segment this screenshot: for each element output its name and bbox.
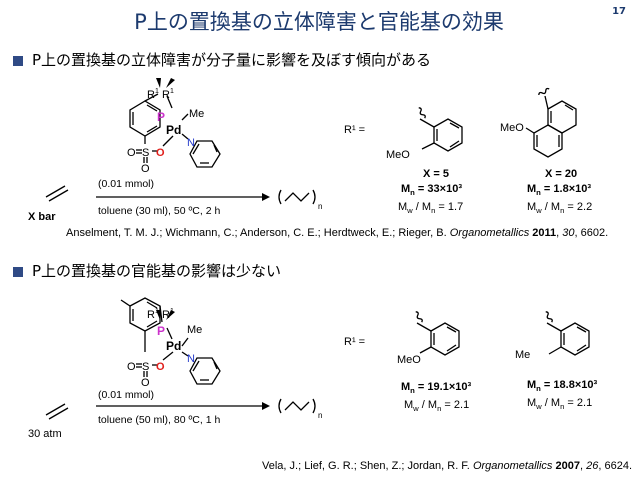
sulfur-atom: S <box>142 361 149 373</box>
pdi-value: 2.1 <box>576 397 593 409</box>
page-title: P上の置換基の立体障害と官能基の効果 <box>134 10 504 34</box>
pdi-value: 1.7 <box>447 201 464 213</box>
r1-label-b: R1 <box>162 308 174 321</box>
methyl-label: Me <box>187 324 202 336</box>
result-x-2: X = 20 <box>545 168 578 180</box>
sulfur-atom: S <box>142 147 149 159</box>
reference-volume: 30 <box>562 227 575 239</box>
result-mn-4: Mn = 18.8×10³ <box>527 379 598 394</box>
methyl-substituent-label: Me <box>515 349 530 361</box>
substituent-methoxynaphthyl-1 <box>525 87 577 158</box>
reference-authors: Anselment, T. M. J.; Wichmann, C.; Ander… <box>66 227 447 239</box>
pdi-value: 2.1 <box>453 399 470 411</box>
result-mn-2: Mn = 1.8×10³ <box>527 183 592 198</box>
mn-value: 33×10³ <box>427 183 462 195</box>
oxygen-atom-a: O <box>127 147 136 159</box>
section1-heading: P上の置換基の立体障害が分子量に影響を及ぼす傾向がある <box>32 51 432 69</box>
catalyst-amount-1: (0.01 mmol) <box>98 178 155 190</box>
substituent-2-methoxyphenyl-1 <box>418 107 463 152</box>
r1-equals-label-1: R¹ = <box>344 124 366 136</box>
result-pdi-4: Mw / Mn = 2.1 <box>527 397 593 412</box>
catalyst-structure-1 <box>129 78 221 168</box>
reference-1: Anselment, T. M. J.; Wichmann, C.; Ander… <box>66 227 609 239</box>
mn-value: 19.1×10³ <box>427 381 472 393</box>
result-pdi-1: Mw / Mn = 1.7 <box>398 201 464 216</box>
section2-heading: P上の置換基の官能基の影響は少ない <box>32 262 282 280</box>
monomer-pressure-1: X bar <box>28 211 56 223</box>
catalyst-structure-2 <box>120 297 221 385</box>
mn-value: 18.8×10³ <box>553 379 598 391</box>
mn-value: 1.8×10³ <box>553 183 592 195</box>
oxygen-atom-a: O <box>127 361 136 373</box>
repeat-subscript-2: n <box>318 411 322 420</box>
r1-equals-label-2: R¹ = <box>344 336 366 348</box>
reference-2: Vela, J.; Lief, G. R.; Shen, Z.; Jordan,… <box>262 460 632 472</box>
reference-volume: 26 <box>586 460 599 472</box>
nitrogen-atom: N <box>187 137 195 149</box>
phosphorus-atom: P <box>157 324 165 338</box>
ethylene-structure-1 <box>45 185 69 202</box>
palladium-atom: Pd <box>166 339 181 353</box>
methoxy-label-1: MeO <box>386 149 410 161</box>
polyethylene-structure-2 <box>278 398 316 414</box>
r1-label-a: R1 <box>147 88 159 101</box>
substituent-2-ethylphenyl <box>545 311 590 356</box>
pdi-value: 2.2 <box>576 201 593 213</box>
reference-year: 2007 <box>555 460 580 472</box>
result-pdi-3: Mw / Mn = 2.1 <box>404 399 470 414</box>
oxygen-atom-pd: O <box>156 147 165 159</box>
reference-pages: 6602. <box>580 227 609 239</box>
r1-label-b: R1 <box>162 88 174 101</box>
r1-label-a: R1 <box>147 308 159 321</box>
ethylene-structure-2 <box>45 403 69 420</box>
monomer-pressure-2: 30 atm <box>28 428 62 440</box>
methyl-label: Me <box>189 108 204 120</box>
result-pdi-2: Mw / Mn = 2.2 <box>527 201 593 216</box>
reference-year: 2011 <box>532 227 557 239</box>
result-x-1: X = 5 <box>423 168 449 180</box>
oxygen-atom-b: O <box>141 377 150 389</box>
polyethylene-structure-1 <box>278 189 316 205</box>
substituent-2-methoxyphenyl-2 <box>415 311 460 356</box>
methoxy-label-2: MeO <box>500 122 524 134</box>
page-number: 17 <box>612 6 626 17</box>
reference-journal: Organometallics <box>472 460 553 472</box>
reference-authors: Vela, J.; Lief, G. R.; Shen, Z.; Jordan,… <box>262 460 470 472</box>
methoxy-label-3: MeO <box>397 354 421 366</box>
reference-pages: 6624. <box>604 460 632 472</box>
nitrogen-atom: N <box>187 353 195 365</box>
reaction-conditions-1: toluene (30 ml), 50 ºC, 2 h <box>98 205 221 217</box>
bullet-icon <box>13 267 23 277</box>
result-mn-1: Mn = 33×10³ <box>401 183 462 198</box>
oxygen-atom-b: O <box>141 163 150 175</box>
bullet-icon <box>13 56 23 66</box>
catalyst-amount-2: (0.01 mmol) <box>98 389 155 401</box>
palladium-atom: Pd <box>166 123 181 137</box>
repeat-subscript-1: n <box>318 202 322 211</box>
result-mn-3: Mn = 19.1×10³ <box>401 381 472 396</box>
phosphorus-atom: P <box>157 110 165 124</box>
reaction-conditions-2: toluene (50 ml), 80 ºC, 1 h <box>98 414 221 426</box>
oxygen-atom-pd: O <box>156 361 165 373</box>
reference-journal: Organometallics <box>449 227 530 239</box>
